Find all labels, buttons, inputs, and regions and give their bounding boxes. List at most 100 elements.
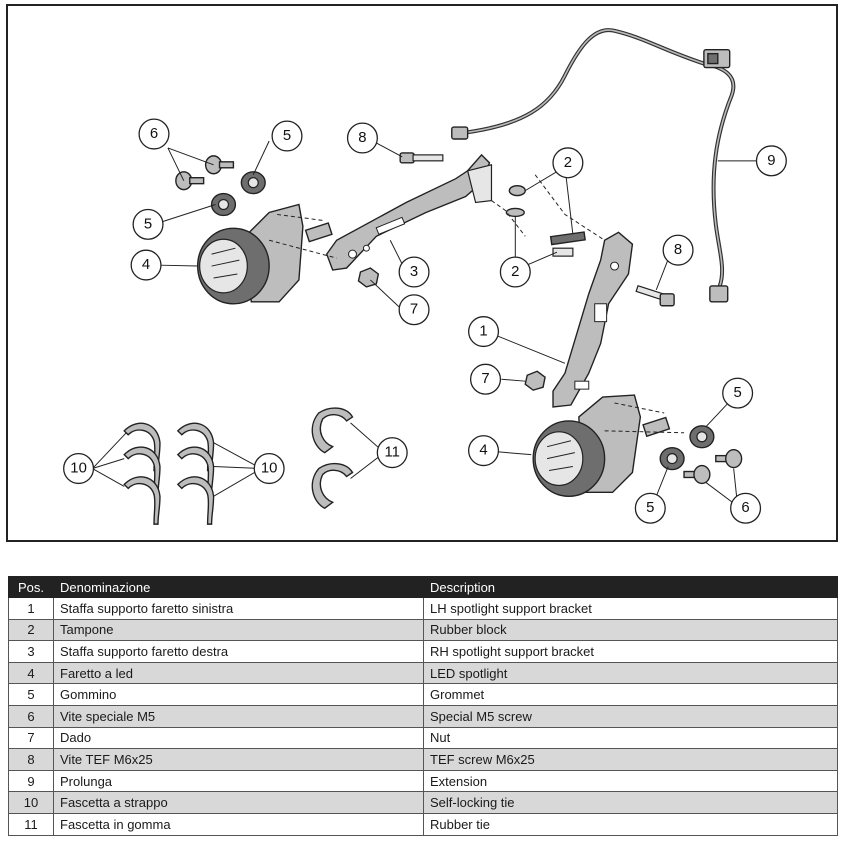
svg-text:10: 10 xyxy=(70,461,87,477)
svg-text:2: 2 xyxy=(511,264,519,280)
svg-text:5: 5 xyxy=(733,385,741,401)
nut-lh xyxy=(524,370,546,391)
callout-10-right: 10 xyxy=(253,453,285,485)
header-pos: Pos. xyxy=(8,576,54,598)
cell-description: Extension xyxy=(423,769,838,793)
cell-pos: 3 xyxy=(8,640,54,663)
cell-description: TEF screw M6x25 xyxy=(423,748,838,771)
cell-denominazione: Prolunga xyxy=(53,769,424,793)
tef-screw-lh xyxy=(635,284,675,307)
callout-5-lh-bottom: 5 xyxy=(634,492,666,524)
callout-5-rh-top: 5 xyxy=(271,120,303,152)
svg-text:4: 4 xyxy=(142,257,150,273)
cell-pos: 11 xyxy=(8,812,54,836)
callout-2-bottom: 2 xyxy=(499,256,531,288)
cell-description: Rubber block xyxy=(423,618,838,642)
callout-9: 9 xyxy=(755,145,787,177)
cell-denominazione: Vite speciale M5 xyxy=(53,704,424,728)
cell-description: Self-locking tie xyxy=(423,791,838,814)
svg-text:8: 8 xyxy=(674,242,682,258)
cell-denominazione: Gommino xyxy=(53,683,424,706)
svg-text:7: 7 xyxy=(410,302,418,318)
led-spotlight-lh xyxy=(532,394,685,498)
svg-text:2: 2 xyxy=(564,155,572,171)
cell-denominazione: Dado xyxy=(53,726,424,750)
special-screws-rh xyxy=(175,155,235,191)
cell-description: LED spotlight xyxy=(423,661,838,685)
cell-description: Rubber tie xyxy=(423,812,838,836)
cell-pos: 4 xyxy=(8,661,54,685)
svg-text:1: 1 xyxy=(479,324,487,340)
header-description: Description xyxy=(423,576,838,598)
svg-text:11: 11 xyxy=(384,445,399,461)
grommets-lh xyxy=(659,425,715,471)
cell-pos: 6 xyxy=(8,704,54,728)
callout-5-rh-left: 5 xyxy=(132,208,164,240)
cell-denominazione: Vite TEF M6x25 xyxy=(53,748,424,771)
callout-7-lh: 7 xyxy=(469,363,502,395)
exploded-parts-diagram: 6 5 5 4 8 3 7 2 2 8 9 1 7 5 4 5 6 10 10 … xyxy=(6,4,838,542)
cell-pos: 10 xyxy=(8,791,54,814)
tef-screw-rh xyxy=(399,152,444,164)
callout-4-rh: 4 xyxy=(130,249,162,281)
leader-lines xyxy=(92,140,760,507)
callout-8-lh: 8 xyxy=(662,234,694,266)
callout-10-left: 10 xyxy=(63,453,95,485)
cell-denominazione: Fascetta a strappo xyxy=(53,791,424,814)
cell-denominazione: Fascetta in gomma xyxy=(53,812,424,836)
header-denominazione: Denominazione xyxy=(53,576,424,598)
extension-cable xyxy=(451,28,736,303)
svg-text:5: 5 xyxy=(646,500,654,516)
callout-1: 1 xyxy=(468,316,500,348)
rubber-ties xyxy=(311,407,354,510)
cell-pos: 8 xyxy=(8,748,54,771)
rubber-blocks xyxy=(491,174,605,257)
svg-text:6: 6 xyxy=(741,500,749,516)
cell-pos: 5 xyxy=(8,683,54,706)
grommets-rh xyxy=(210,171,266,217)
callout-8-rh: 8 xyxy=(346,122,378,154)
cell-pos: 7 xyxy=(8,726,54,750)
cell-description: Grommet xyxy=(423,683,838,706)
cell-description: Nut xyxy=(423,726,838,750)
callout-6-rh: 6 xyxy=(138,118,170,150)
cell-pos: 1 xyxy=(8,597,54,620)
svg-text:5: 5 xyxy=(144,216,152,232)
cell-denominazione: Staffa supporto faretto sinistra xyxy=(53,597,424,620)
svg-text:4: 4 xyxy=(479,443,487,459)
callout-7-rh: 7 xyxy=(398,294,430,326)
callout-6-lh: 6 xyxy=(730,492,762,524)
self-locking-ties xyxy=(123,422,215,525)
cell-denominazione: Staffa supporto faretto destra xyxy=(53,640,424,663)
svg-text:9: 9 xyxy=(767,153,775,169)
svg-text:6: 6 xyxy=(150,126,158,142)
cell-pos: 9 xyxy=(8,769,54,793)
callout-2-top: 2 xyxy=(552,147,584,179)
cell-denominazione: Tampone xyxy=(53,618,424,642)
svg-text:3: 3 xyxy=(410,264,418,280)
cell-description: Special M5 screw xyxy=(423,704,838,728)
cell-denominazione: Faretto a led xyxy=(53,661,424,685)
svg-text:10: 10 xyxy=(261,461,278,477)
callout-5-lh-right: 5 xyxy=(722,377,754,409)
cell-description: RH spotlight support bracket xyxy=(423,640,838,663)
rh-support-bracket xyxy=(325,153,493,271)
callout-4-lh: 4 xyxy=(468,435,500,467)
led-spotlight-rh xyxy=(196,203,337,305)
cell-pos: 2 xyxy=(8,618,54,642)
svg-text:8: 8 xyxy=(358,130,366,146)
callout-3: 3 xyxy=(398,256,430,288)
table-header-row: Pos. Denominazione Description xyxy=(8,576,838,598)
svg-text:7: 7 xyxy=(481,371,489,387)
